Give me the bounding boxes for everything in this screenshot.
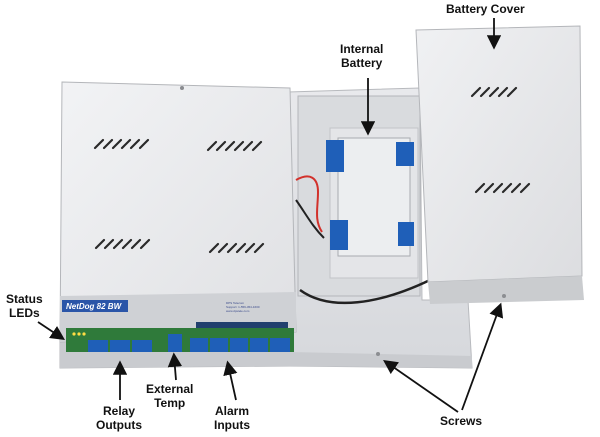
relay-terminals	[88, 340, 152, 352]
relay-outputs-label: Relay Outputs	[96, 404, 142, 432]
model-name: NetDog 82 BW	[66, 302, 123, 311]
brand-label: DPS Telecom	[226, 301, 245, 305]
external-temp-terminal	[168, 334, 182, 352]
callout-arrows	[37, 18, 504, 413]
status-leds	[72, 332, 86, 336]
site-label: www.dpstele.com	[226, 309, 250, 313]
lid-vents	[93, 138, 265, 254]
cover-vents	[470, 86, 531, 194]
model-label: NetDog 82 BW DPS Telecom Support: 1-559-…	[62, 300, 260, 313]
battery-cover	[415, 25, 584, 304]
external-temp-label: External Temp	[146, 382, 194, 410]
status-leds-label: Status LEDs	[6, 292, 43, 320]
front-panel	[66, 322, 294, 352]
support-label: Support: 1-559-454-1600	[226, 305, 260, 309]
alarm-terminals	[190, 338, 290, 352]
internal-battery	[326, 137, 414, 257]
battery-cover-label: Battery Cover	[446, 2, 525, 16]
screws-label: Screws	[440, 414, 483, 428]
screws	[376, 294, 506, 356]
internal-battery-label: Internal Battery	[340, 42, 384, 70]
battery-wires	[295, 175, 431, 305]
alarm-inputs-label: Alarm Inputs	[214, 404, 250, 432]
